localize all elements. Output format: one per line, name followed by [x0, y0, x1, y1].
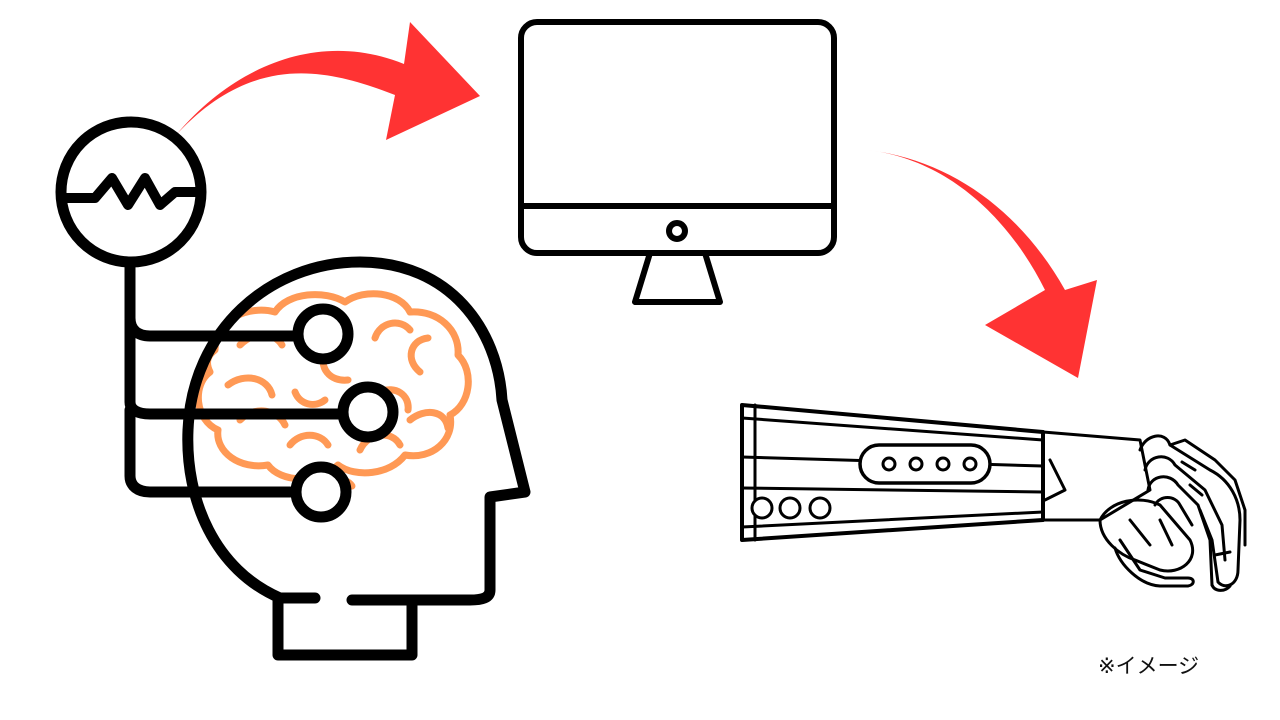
head-brain-electrodes-icon [55, 116, 531, 661]
arrow-computer-to-arm [868, 150, 1097, 378]
signal-wave-icon [55, 116, 207, 268]
robotic-arm-icon [740, 403, 1247, 592]
desktop-monitor-icon [518, 19, 837, 305]
arrow-signal-to-computer [176, 22, 480, 140]
image-note: ※イメージ [1098, 654, 1200, 678]
